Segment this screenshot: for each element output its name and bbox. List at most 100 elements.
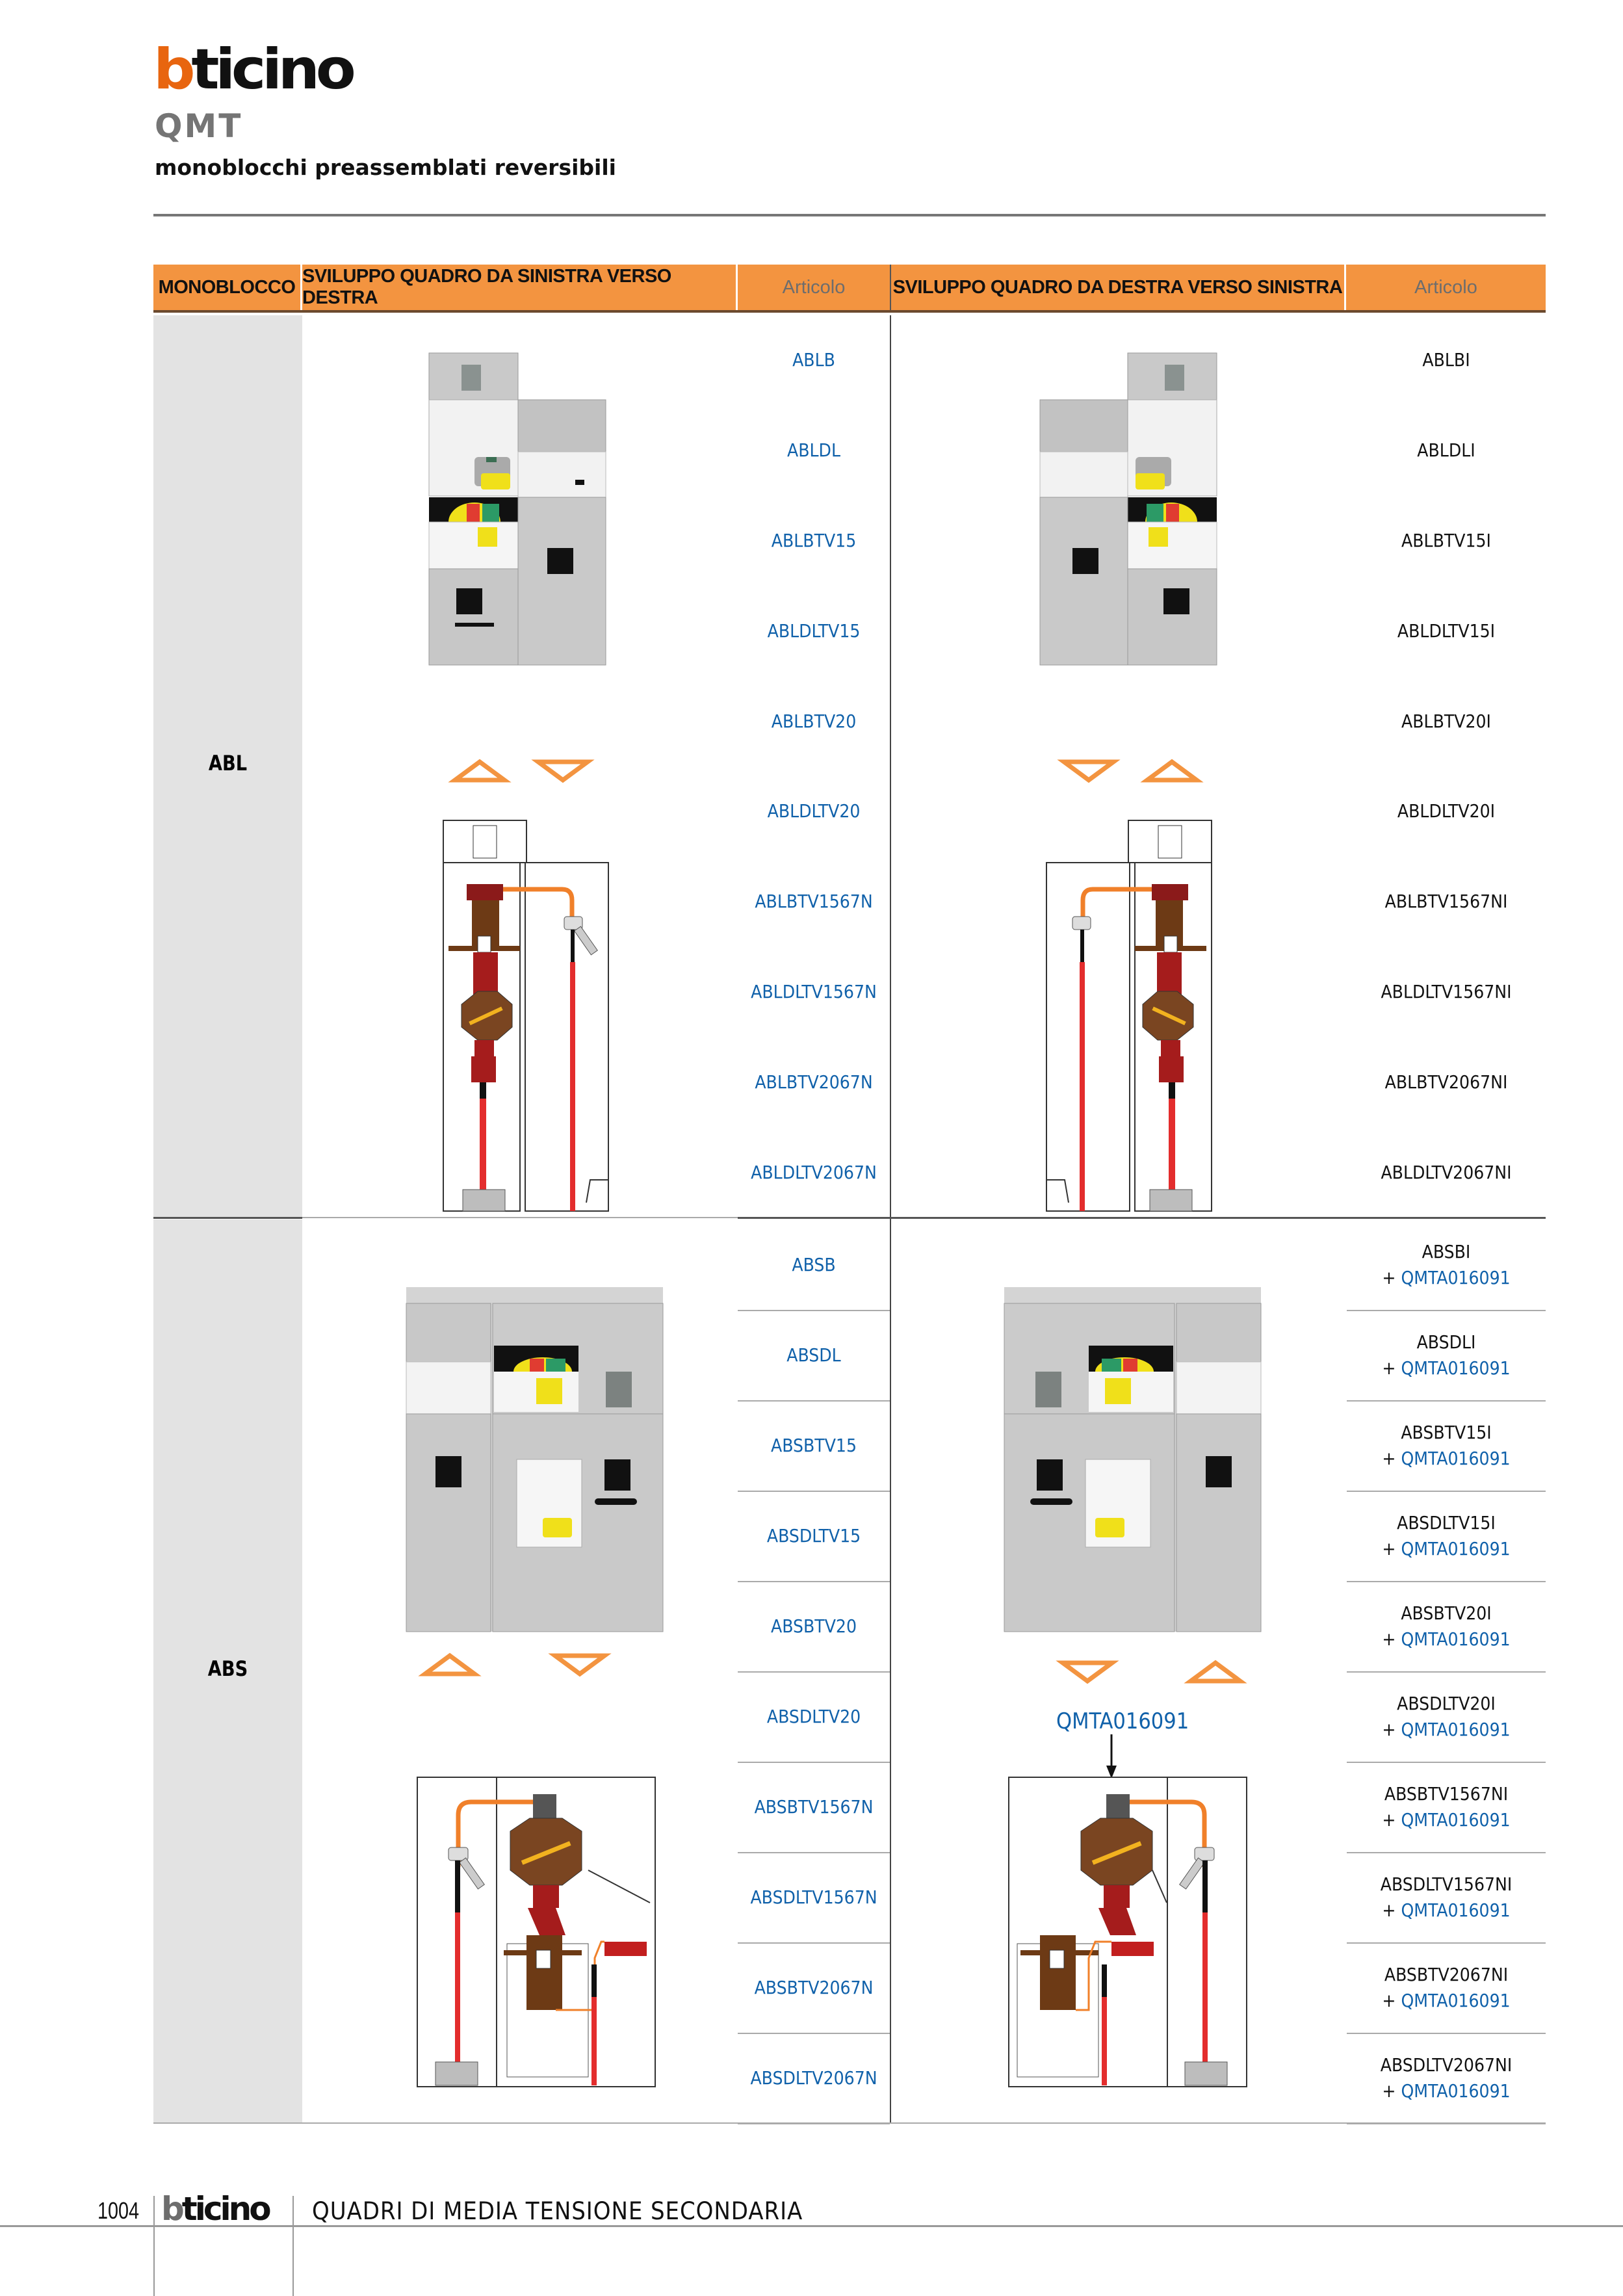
accessory-code: QMTA016091 (1401, 2080, 1511, 2102)
header-divider (153, 214, 1546, 216)
row-divider (738, 1310, 890, 1311)
callout-arrow-icon (1106, 1734, 1117, 1779)
arrow-down-icon (1056, 1660, 1119, 1684)
article-code-left: ABSDL (786, 1344, 841, 1366)
col-header-articolo-left: Articolo (738, 265, 891, 310)
accessory-code: QMTA016091 (1401, 1447, 1511, 1469)
row-divider (738, 1671, 890, 1673)
accessory-line: + QMTA016091 (1382, 1988, 1510, 2014)
row-divider (1347, 1762, 1546, 1763)
row-divider (738, 1942, 890, 1944)
row-divider (738, 1491, 890, 1492)
article-code-left: ABLBTV15 (771, 529, 857, 551)
plus-sign: + (1382, 1899, 1396, 1921)
article-code-left: ABSBTV2067N (754, 1976, 874, 1998)
page-number: 1004 (97, 2197, 140, 2224)
table-header: MONOBLOCCO SVILUPPO QUADRO DA SINISTRA V… (153, 265, 1546, 313)
article-code-right: ABSDLTV1567NI+ QMTA016091 (1347, 1852, 1546, 1942)
logo-letter-b: b (153, 37, 196, 102)
row-divider (738, 1762, 890, 1763)
abl-schematic-left (443, 820, 609, 1212)
article-code-right-main: ABSDLTV15I (1397, 1511, 1496, 1533)
article-code-right-main: ABSDLTV20I (1397, 1692, 1496, 1714)
footer-bticino-logo: bticino (161, 2193, 272, 2225)
article-code-right: ABLBTV20I (1347, 676, 1546, 766)
center-divider (890, 315, 891, 2123)
article-code-left: ABSBTV20 (771, 1615, 857, 1637)
product-code: QMT (155, 107, 243, 145)
accessory-code: QMTA016091 (1401, 1989, 1511, 2011)
product-subtitle: monoblocchi preassemblati reversibili (155, 155, 616, 180)
footer-divider-right (292, 2196, 294, 2296)
plus-sign: + (1382, 1537, 1396, 1559)
article-code-right-main: ABSBTV20I (1401, 1602, 1492, 1624)
article-code-left: ABSB (792, 1253, 836, 1275)
article-code-right-main: ABLBI (1422, 349, 1470, 371)
abl-switchgear-photo-left (428, 352, 606, 666)
row-divider (1347, 2033, 1546, 2034)
plus-sign: + (1382, 1357, 1396, 1379)
article-code-right-main: ABSBI (1422, 1240, 1471, 1262)
article-code-right-main: ABLDLTV2067NI (1381, 1161, 1512, 1183)
article-code-right-main: ABLDLTV15I (1397, 620, 1496, 642)
article-code-left: ABLDL (787, 439, 840, 462)
footer-section-title: QUADRI DI MEDIA TENSIONE SECONDARIA (312, 2197, 803, 2225)
article-code-right: ABSDLI+ QMTA016091 (1347, 1310, 1546, 1400)
monoblocco-cell-abl: ABL (153, 315, 302, 1218)
accessory-line: + QMTA016091 (1382, 1355, 1510, 1381)
accessory-line: + QMTA016091 (1382, 1626, 1510, 1652)
article-code-right-main: ABSDLI (1416, 1331, 1476, 1353)
monoblocco-label-abl: ABL (208, 751, 248, 776)
article-code-left: ABLDLTV20 (767, 800, 861, 822)
abl-switchgear-photo-right (1039, 352, 1217, 666)
article-code-right: ABLBTV2067NI (1347, 1037, 1546, 1127)
row-divider (738, 2123, 890, 2124)
row-divider (1347, 1942, 1546, 1944)
article-code-right-main: ABLDLTV1567NI (1381, 980, 1512, 1002)
article-code-right: ABLDLI (1347, 406, 1546, 496)
article-code-right-main: ABSBTV2067NI (1384, 1963, 1509, 1985)
accessory-code: QMTA016091 (1401, 1899, 1511, 1921)
article-code-right: ABLBTV15I (1347, 496, 1546, 586)
article-code-right: ABLBTV1567NI (1347, 857, 1546, 947)
accessory-code: QMTA016091 (1401, 1266, 1511, 1288)
accessory-line: + QMTA016091 (1382, 2078, 1510, 2104)
abs-switchgear-photo-right (1004, 1287, 1262, 1632)
article-code-right-main: ABSBTV15I (1401, 1421, 1492, 1443)
footer-rule (0, 2225, 1623, 2227)
col-header-left-to-right: SVILUPPO QUADRO DA SINISTRA VERSO DESTRA (302, 265, 738, 310)
accessory-line: + QMTA016091 (1382, 1717, 1510, 1743)
article-code-left: ABSBTV15 (771, 1434, 857, 1456)
plus-sign: + (1382, 1266, 1396, 1288)
article-code-right: ABLDLTV1567NI (1347, 947, 1546, 1037)
bticino-logo: bticino (153, 42, 356, 98)
abs-switchgear-photo-left (406, 1287, 664, 1632)
arrow-down-icon (548, 1653, 612, 1677)
article-code-right-main: ABSBTV1567NI (1384, 1782, 1509, 1805)
article-code-right: ABLDLTV2067NI (1347, 1127, 1546, 1218)
plus-sign: + (1382, 1989, 1396, 2011)
abl-schematic-right (1046, 820, 1212, 1212)
arrow-up-icon (448, 759, 512, 783)
accessory-line: + QMTA016091 (1382, 1265, 1510, 1291)
row-divider (738, 2033, 890, 2034)
article-code-left: ABLBTV1567N (755, 891, 873, 913)
section-divider-diagram (302, 1217, 738, 1218)
col-header-articolo-right: Articolo (1414, 276, 1477, 298)
row-divider (1347, 2123, 1546, 2124)
accessory-line: + QMTA016091 (1382, 1807, 1510, 1833)
section-divider-mono (153, 1217, 302, 1219)
article-code-right: ABSDLTV2067NI+ QMTA016091 (1347, 2033, 1546, 2123)
article-code-right: ABSBTV15I + QMTA016091 (1347, 1400, 1546, 1491)
article-code-right: ABSBTV1567NI+ QMTA016091 (1347, 1762, 1546, 1852)
article-code-right: ABSDLTV15I+ QMTA016091 (1347, 1491, 1546, 1581)
monoblocco-label-abs: ABS (207, 1656, 248, 1681)
accessory-code: QMTA016091 (1401, 1357, 1511, 1379)
logo-letters: ticino (191, 37, 356, 102)
article-code-right: ABLDLTV15I (1347, 586, 1546, 676)
accessory-line: + QMTA016091 (1382, 1446, 1510, 1472)
article-code-right-main: ABLDLTV20I (1397, 800, 1496, 822)
article-code-left: ABSBTV1567N (754, 1795, 874, 1818)
article-code-left: ABLBTV2067N (755, 1071, 873, 1093)
row-divider (738, 1400, 890, 1402)
